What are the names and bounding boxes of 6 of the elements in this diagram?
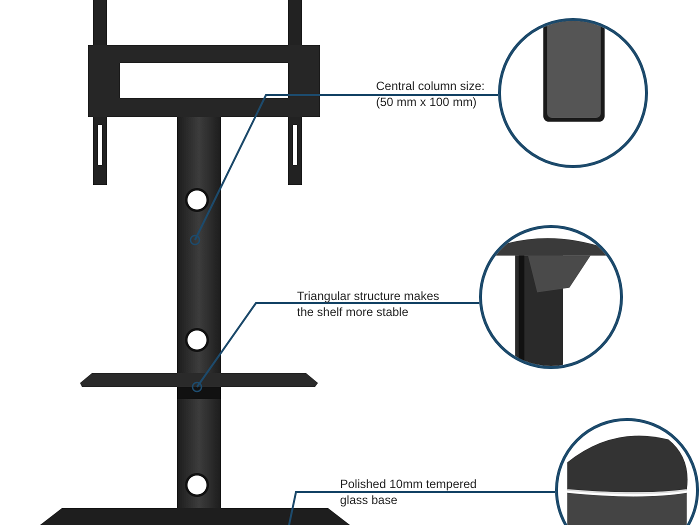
edge-label: Triangular structure makes the shelf more stable — [297, 288, 440, 320]
leader-line — [192, 302, 480, 392]
edge-label: Polished 10mm tempered glass base — [340, 476, 478, 508]
leader-line — [287, 491, 556, 525]
leader-line — [190, 94, 498, 246]
edge-label: Central column size: (50 mm x 100 mm) — [376, 78, 486, 110]
